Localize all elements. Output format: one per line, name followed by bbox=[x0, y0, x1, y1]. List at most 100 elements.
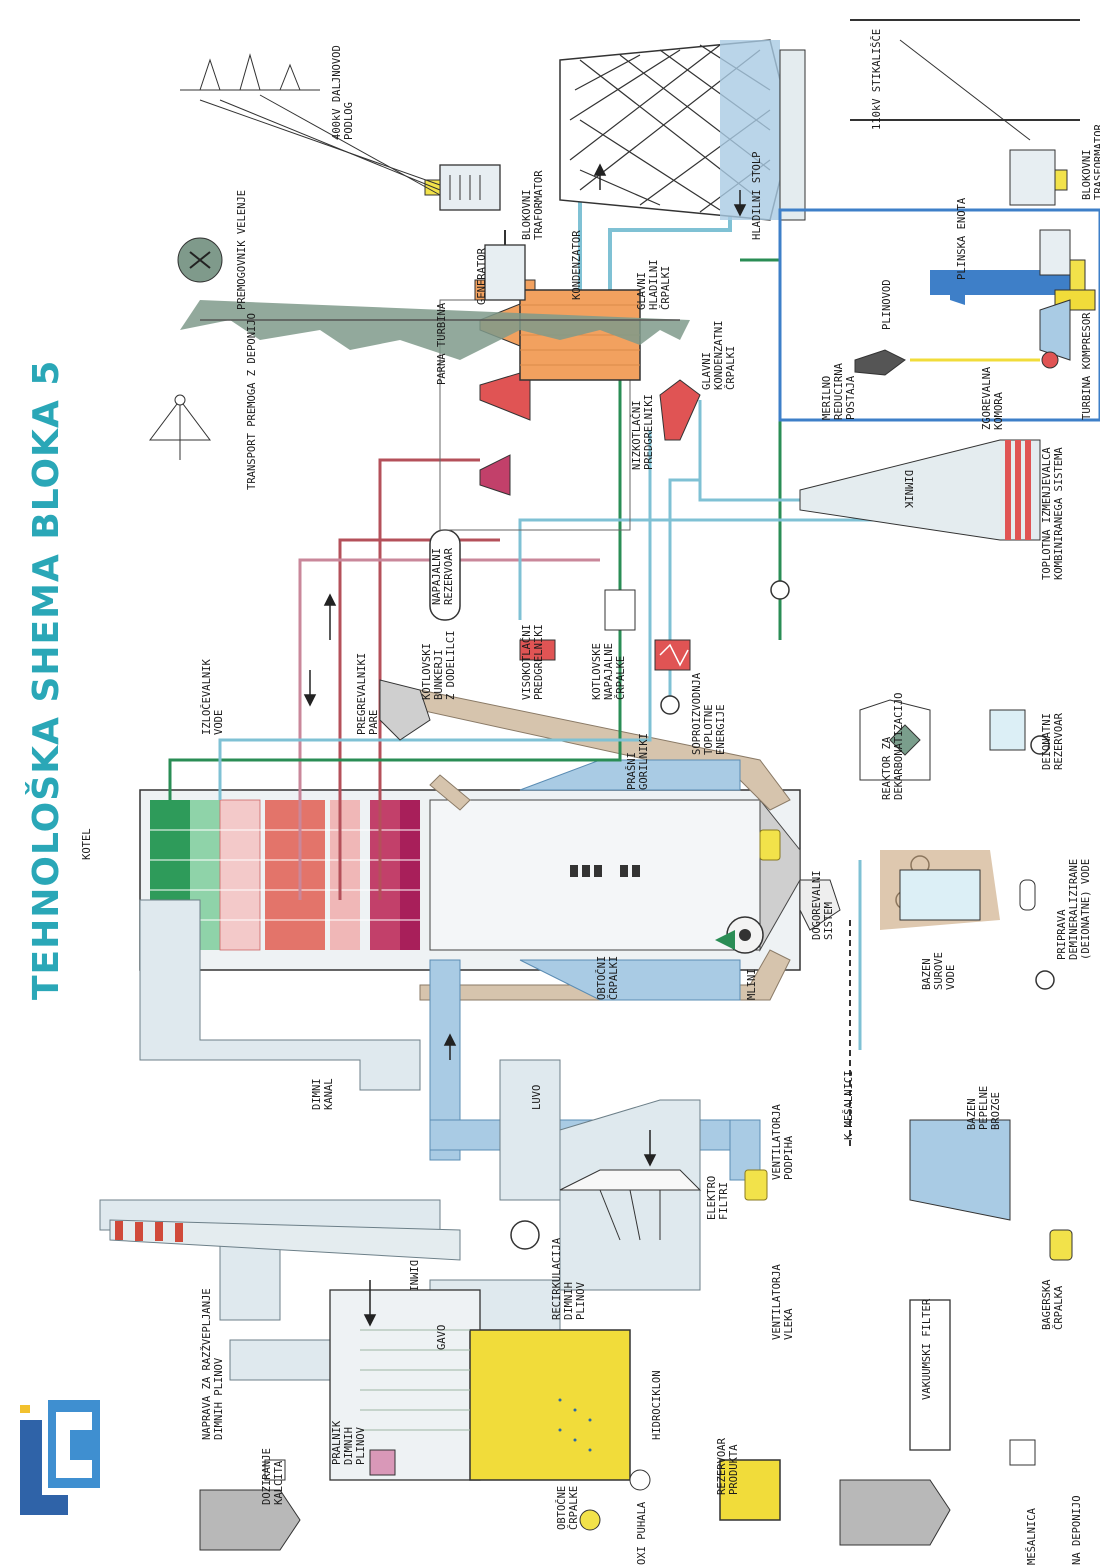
label-line: REAKTOR ZA bbox=[881, 736, 893, 800]
label-line: KANAL bbox=[323, 1078, 335, 1110]
label-line: KALCITA bbox=[273, 1460, 285, 1505]
label-na-deponijo: NA DEPONIJO bbox=[1071, 1495, 1083, 1565]
label-kotel: KOTEL bbox=[81, 828, 93, 860]
label-line: DIMNI bbox=[311, 1078, 323, 1110]
generator-main bbox=[485, 230, 525, 300]
label-line: BAGERSKA bbox=[1041, 1279, 1053, 1330]
mixing-tank-pink bbox=[370, 1450, 395, 1475]
label-blokovni-tr-top: BLOKOVNITRAFORMATOR bbox=[521, 170, 545, 240]
label-line: ČRPALKI bbox=[724, 346, 737, 390]
label-line: TRASFORMATOR bbox=[1093, 123, 1100, 200]
label-bagerska: BAGERSKAČRPALKA bbox=[1041, 1279, 1065, 1330]
label-line: PODLOG bbox=[343, 102, 355, 140]
label-visokotlacni: VISOKOTLAČNIPREDGRELNIKI bbox=[520, 624, 545, 700]
label-line: GAVO bbox=[436, 1325, 448, 1350]
label-generator: GENERATOR bbox=[476, 247, 488, 305]
label-line: PLINSKA ENOTA bbox=[956, 197, 968, 280]
label-line: ČRPALKA bbox=[1052, 1285, 1065, 1330]
diagram-title: TEHNOLOŠKA SHEMA BLOKA 5 bbox=[25, 360, 67, 1000]
label-mesalnica: MEŠALNICA bbox=[1025, 1507, 1038, 1565]
label-line: DIMNIK bbox=[902, 470, 914, 509]
demin-tank bbox=[1020, 880, 1035, 910]
label-gavo: GAVO bbox=[436, 1325, 448, 1350]
label-line: VAKUUMSKI FILTER bbox=[921, 1298, 933, 1400]
label-line: MEŠALNICA bbox=[1025, 1507, 1038, 1565]
label-line: KOMORA bbox=[993, 391, 1005, 430]
label-line: NAPAJALNE bbox=[603, 643, 615, 700]
label-line: KOTLOVSKI bbox=[421, 643, 433, 700]
label-line: DEMINERALIZIRANE bbox=[1068, 859, 1080, 960]
label-hladilni-stolp: HLADILNI STOLP bbox=[751, 151, 763, 240]
label-kotlovski-bunkerji: KOTLOVSKIBUNKERJIZ DODELILCI bbox=[421, 630, 457, 700]
metering-station bbox=[855, 350, 905, 375]
label-line: ENERGIJE bbox=[715, 704, 727, 755]
label-line: ZGOREVALNA bbox=[981, 366, 993, 430]
label-line: PODPIHA bbox=[783, 1135, 795, 1180]
label-line: SISTEM bbox=[823, 902, 835, 940]
label-line: TOPLOTNA IZMENJEVALCA bbox=[1041, 447, 1053, 580]
raw-water-basin bbox=[880, 850, 1000, 930]
label-line: SOPROIZVODNJA bbox=[691, 672, 703, 755]
label-line: NAPAJALNI bbox=[431, 548, 443, 605]
label-line: PEPELNE bbox=[978, 1086, 990, 1130]
label-obtocni-mid: OBTOČNIČRPALKI bbox=[595, 956, 620, 1000]
label-bazen-pepelne: BAZENPEPELNEBROZGE bbox=[966, 1086, 1002, 1130]
label-line: VODE bbox=[213, 710, 225, 735]
label-line: OBTOČNI bbox=[595, 956, 608, 1000]
label-line: DIMNIH bbox=[343, 1427, 355, 1465]
label-luvo: LUVO bbox=[531, 1085, 543, 1110]
label-stikalisce: 110kV STIKALIŠČE bbox=[870, 29, 883, 130]
label-line: 400kV DALJNOVOD bbox=[331, 45, 343, 140]
label-merilno: MERILNOREDUCIRNAPOSTAJA bbox=[821, 362, 857, 420]
label-nizkotlacni: NIZKOTLAČNIPREDGRELNIKI bbox=[630, 394, 655, 470]
label-ventilatorja-vleka: VENTILATORJAVLEKA bbox=[771, 1263, 795, 1340]
block-transformer-right bbox=[900, 40, 1067, 205]
label-line: FILTRI bbox=[718, 1182, 730, 1220]
label-line: 110kV STIKALIŠČE bbox=[870, 29, 883, 130]
label-line: ELEKTRO bbox=[706, 1176, 718, 1220]
label-line: KOTLOVSKE bbox=[591, 643, 603, 700]
label-rezervoar-produkta: REZERVOARPRODUKTA bbox=[716, 1437, 740, 1495]
label-line: VENTILATORJA bbox=[771, 1263, 783, 1340]
boiler bbox=[140, 790, 800, 970]
label-line: GLAVNI bbox=[701, 352, 713, 390]
label-line: K MEŠALNICI bbox=[842, 1070, 855, 1140]
label-soproizvodnja: SOPROIZVODNJATOPLOTNEENERGIJE bbox=[691, 672, 727, 755]
lp-preheater bbox=[660, 380, 700, 440]
cogeneration-exchanger bbox=[655, 640, 690, 670]
transmission-pylon bbox=[180, 55, 440, 195]
label-line: BUNKERJI bbox=[433, 649, 445, 700]
stacker-reclaimer bbox=[150, 395, 210, 460]
label-bazen-surove: BAZENSUROVEVODE bbox=[921, 952, 957, 990]
label-line: VODE bbox=[945, 965, 957, 990]
label-glavni-hladilni: GLAVNIHLADILNIČRPALKI bbox=[636, 259, 672, 310]
label-k-mesalnici: K MEŠALNICI bbox=[842, 1070, 855, 1140]
label-kondenzator: KONDENZATOR bbox=[571, 230, 583, 300]
label-line: GLAVNI bbox=[636, 272, 648, 310]
label-dimnik-right: DIMNIK bbox=[902, 470, 914, 509]
label-line: BROZGE bbox=[990, 1092, 1002, 1130]
label-line: OXI PUHALA bbox=[636, 1501, 648, 1565]
label-vakuumski: VAKUUMSKI FILTER bbox=[921, 1298, 933, 1400]
label-line: ČRPALKI bbox=[659, 266, 672, 310]
label-line: PREMOGOVNIK VELENJE bbox=[236, 190, 248, 310]
label-line: DOZIRANJE bbox=[261, 1448, 273, 1505]
deionate-reservoir bbox=[990, 710, 1025, 750]
label-line: ČRPALKE bbox=[614, 656, 627, 700]
label-line: PLINOV bbox=[575, 1281, 587, 1320]
label-blokovni-tr-right: BLOKOVNITRASFORMATOR bbox=[1081, 123, 1100, 200]
label-line: TRAFORMATOR bbox=[533, 170, 545, 240]
label-glavni-kondenzatni: GLAVNIKONDENZATNIČRPALKI bbox=[701, 320, 737, 390]
dredger-pump bbox=[1050, 1230, 1072, 1260]
label-line: REZERVOAR bbox=[1053, 712, 1065, 770]
label-line: MERILNO bbox=[821, 376, 833, 420]
label-ventilatorja-podpiha: VENTILATORJAPODPIHA bbox=[771, 1103, 795, 1180]
label-line: KOMBINIRANEGA SISTEMA bbox=[1053, 447, 1065, 580]
label-line: DEIONATNI bbox=[1041, 713, 1053, 770]
label-line: PARE bbox=[368, 710, 380, 735]
label-line: BLOKOVNI bbox=[521, 189, 533, 240]
label-line: PRALNIK bbox=[331, 1420, 343, 1465]
label-line: POSTAJA bbox=[845, 375, 857, 420]
label-hidrociklon: HIDROCIKLON bbox=[651, 1370, 663, 1440]
